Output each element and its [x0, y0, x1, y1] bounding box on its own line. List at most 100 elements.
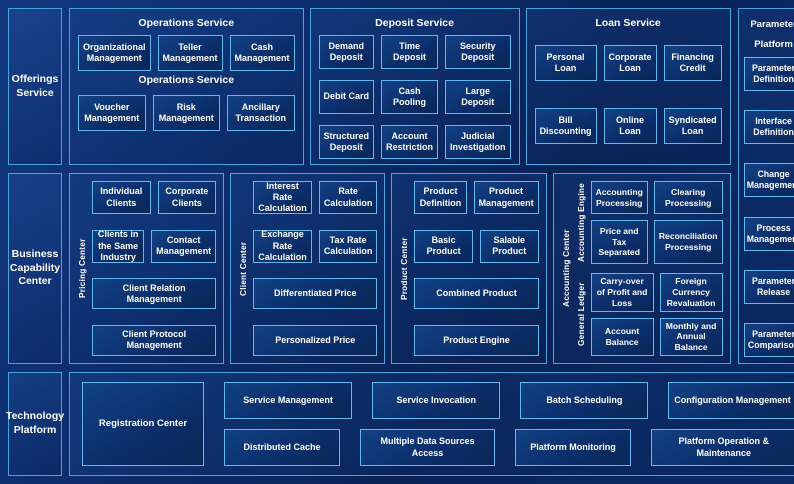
sidebar-business-capability-center: Business Capability Center [8, 173, 62, 364]
box-clearing-processing: Clearing Processing [653, 181, 723, 215]
box-bill-discounting: Bill Discounting [534, 108, 597, 144]
box-contact-management: Contact Management [151, 229, 217, 263]
client-center-content: Interest Rate Calculation Rate Calculati… [253, 181, 378, 356]
box-basic-product: Basic Product [414, 229, 473, 263]
sidebar-technology-platform: Technology Platform [5, 372, 65, 476]
box-product-management: Product Management [473, 181, 539, 214]
technology-columns: Service Management Service Invocation Ba… [224, 382, 794, 466]
box-monthly-annual-balance: Monthly and Annual Balance [659, 317, 723, 356]
accounting-engine-vertical-label: Accounting Engine [575, 183, 586, 262]
box-account-restriction: Account Restriction [381, 125, 439, 159]
box-financing-credit: Financing Credit [663, 45, 722, 81]
parameter-platform-title: Parameter Platform [750, 19, 794, 50]
box-service-management: Service Management [224, 382, 353, 419]
box-price-and-tax-separated: Price and Tax Separated [590, 220, 648, 264]
box-corporate-loan: Corporate Loan [603, 45, 657, 81]
loan-grid: Personal Loan Corporate Loan Financing C… [534, 45, 722, 144]
box-platform-operation-maintenance: Platform Operation & Maintenance [650, 429, 794, 466]
accounting-center-vertical-label: Accounting Center [560, 229, 571, 308]
box-cash-management: Cash Management [229, 35, 295, 71]
box-interest-rate-calculation: Interest Rate Calculation [253, 181, 312, 214]
box-syndicated-loan: Syndicated Loan [663, 108, 722, 144]
box-carry-over-profit-loss: Carry-over of Profit and Loss [590, 273, 654, 312]
box-interface-definition: Interface Definition [743, 110, 794, 145]
product-center-vertical-label: Product Center [399, 237, 410, 300]
box-cash-pooling: Cash Pooling [381, 80, 439, 114]
deposit-service-title: Deposit Service [375, 17, 454, 29]
box-personalized-price: Personalized Price [253, 324, 378, 356]
box-organizational-management: Organizational Management [78, 35, 151, 71]
box-foreign-currency-revaluation: Foreign Currency Revaluation [659, 273, 723, 312]
parameter-platform-panel: Parameter Platform Parameter Definition … [737, 8, 794, 364]
accounting-center-panel: Accounting Center Accounting Engine Acco… [552, 173, 731, 364]
box-account-balance: Account Balance [590, 317, 654, 356]
client-center-vertical-label: Client Center [238, 241, 249, 296]
box-accounting-processing: Accounting Processing [590, 181, 648, 215]
pricing-center-vertical-label: Pricing Center [77, 238, 87, 299]
sidebar-offerings-service: Offerings Service [8, 8, 62, 165]
operations-service-title: Operations Service [138, 17, 235, 29]
technology-row-1: Service Management Service Invocation Ba… [224, 382, 794, 419]
loan-service-panel: Loan Service Personal Loan Corporate Loa… [525, 8, 731, 165]
client-center-panel: Client Center Interest Rate Calculation … [230, 173, 386, 364]
operations-service-mid-label: Operations Service [138, 74, 235, 86]
business-capability-label: Business Capability Center [9, 248, 61, 288]
accounting-engine-grid: Accounting Processing Clearing Processin… [590, 181, 723, 264]
box-risk-management: Risk Management [152, 95, 221, 131]
client-grid-row2: Exchange Rate Calculation Tax Rate Calcu… [253, 229, 378, 263]
pricing-grid-row1: Individual Clients Corporate Clients [92, 181, 217, 214]
accounting-groups: Accounting Engine Accounting Processing … [576, 181, 723, 356]
box-teller-management: Teller Management [157, 35, 223, 71]
product-grid-row1: Product Definition Product Management [414, 181, 539, 214]
box-differentiated-price: Differentiated Price [253, 278, 378, 310]
box-voucher-management: Voucher Management [78, 95, 146, 131]
technology-platform-label: Technology Platform [5, 410, 65, 436]
product-center-content: Product Definition Product Management Ba… [414, 181, 539, 356]
box-client-relation-management: Client Relation Management [92, 278, 217, 310]
general-ledger-vertical-label: General Ledger [575, 282, 586, 347]
box-security-deposit: Security Deposit [445, 35, 511, 69]
box-parameter-release: Parameter Release [743, 269, 794, 304]
box-rate-calculation: Rate Calculation [318, 181, 378, 214]
pricing-center-panel: Pricing Center Individual Clients Corpor… [69, 173, 225, 364]
box-judicial-investigation: Judicial Investigation [445, 125, 511, 159]
box-exchange-rate-calculation: Exchange Rate Calculation [253, 229, 312, 263]
accounting-engine-group: Accounting Engine Accounting Processing … [576, 181, 723, 264]
deposit-service-panel: Deposit Service Demand Deposit Time Depo… [309, 8, 520, 165]
deposit-grid: Demand Deposit Time Deposit Security Dep… [318, 35, 511, 159]
box-corporate-clients: Corporate Clients [157, 181, 217, 214]
technology-platform-panel: Registration Center Service Management S… [69, 372, 794, 476]
box-salable-product: Salable Product [479, 229, 539, 263]
offerings-service-label: Offerings Service [11, 72, 59, 99]
box-change-management: Change Management [743, 163, 794, 198]
box-distributed-cache: Distributed Cache [224, 429, 340, 466]
box-tax-rate-calculation: Tax Rate Calculation [318, 229, 378, 263]
box-client-protocol-management: Client Protocol Management [92, 324, 217, 356]
box-process-management: Process Management [743, 216, 794, 251]
box-demand-deposit: Demand Deposit [318, 35, 375, 69]
box-product-definition: Product Definition [414, 181, 467, 214]
parameter-stack: Parameter Definition Interface Definitio… [743, 56, 794, 357]
box-debit-card: Debit Card [318, 80, 375, 114]
box-parameter-definition: Parameter Definition [743, 56, 794, 91]
box-ancillary-transaction: Ancillary Transaction [227, 95, 295, 131]
box-time-deposit: Time Deposit [381, 35, 439, 69]
box-online-loan: Online Loan [603, 108, 657, 144]
box-clients-same-industry: Clients in the Same Industry [92, 229, 145, 263]
operations-service-panel: Operations Service Organizational Manage… [69, 8, 304, 165]
box-combined-product: Combined Product [414, 278, 539, 310]
box-configuration-management: Configuration Management [668, 382, 794, 419]
product-grid-row2: Basic Product Salable Product [414, 229, 539, 263]
technology-row-2: Distributed Cache Multiple Data Sources … [224, 429, 794, 466]
box-product-engine: Product Engine [414, 324, 539, 356]
operations-row-1: Organizational Management Teller Managem… [78, 35, 295, 71]
box-platform-monitoring: Platform Monitoring [514, 429, 631, 466]
box-registration-center: Registration Center [82, 382, 204, 466]
capability-panels-row: Pricing Center Individual Clients Corpor… [69, 173, 731, 364]
operations-row-2: Voucher Management Risk Management Ancil… [78, 95, 295, 131]
loan-service-title: Loan Service [595, 17, 661, 29]
box-parameter-comparison: Parameter Comparison [743, 322, 794, 357]
client-grid-row1: Interest Rate Calculation Rate Calculati… [253, 181, 378, 214]
top-panels-row: Operations Service Organizational Manage… [69, 8, 731, 165]
